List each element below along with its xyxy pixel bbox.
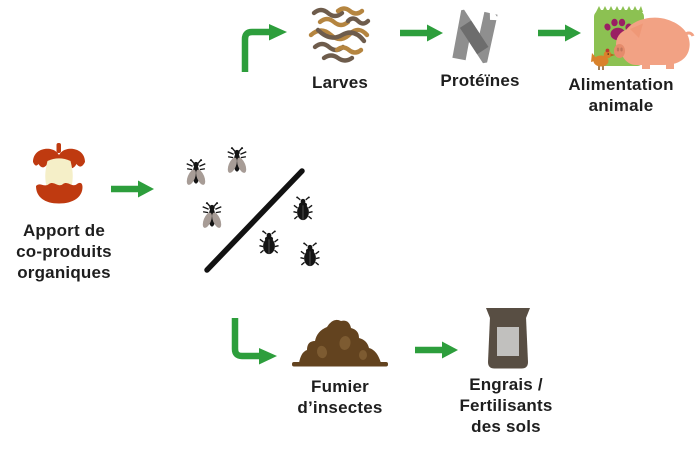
larvae-icon: [308, 6, 371, 63]
apple-core-icon: [33, 143, 85, 204]
beetle-icon: [300, 242, 320, 267]
beetle-icon: [293, 196, 313, 221]
fly-icon: [186, 159, 206, 185]
fertilizer-bag-icon: [486, 308, 530, 369]
animal-feed-label: Alimentation animale: [568, 75, 674, 116]
arrow-right-icon: [415, 341, 458, 359]
protein-ribbon-icon: [452, 6, 500, 68]
paw-print-icon: [604, 18, 632, 41]
beetle-icon: [259, 230, 279, 255]
diagonal-separator-line: [204, 168, 305, 273]
manure-label: Fumier d’insectes: [297, 377, 383, 418]
input-label: Apport de co-produits organiques: [16, 221, 112, 283]
larvae-label: Larves: [311, 73, 369, 92]
fertilizer-label: Engrais / Fertilisants des sols: [459, 375, 553, 437]
elbow-arrow-down-right-icon: [231, 318, 277, 365]
arrow-right-icon: [538, 24, 581, 42]
arrow-right-icon: [400, 24, 443, 42]
feed-bag-pig-chicken-icon: [591, 6, 695, 70]
fly-icon: [202, 202, 222, 228]
proteins-label: Protéïnes: [440, 71, 520, 90]
chicken-icon: [591, 48, 615, 70]
elbow-arrow-up-right-icon: [241, 24, 287, 72]
fly-icon: [227, 147, 247, 173]
pig-icon: [614, 17, 695, 69]
manure-pile-icon: [292, 319, 388, 367]
arrow-right-icon: [111, 180, 154, 198]
